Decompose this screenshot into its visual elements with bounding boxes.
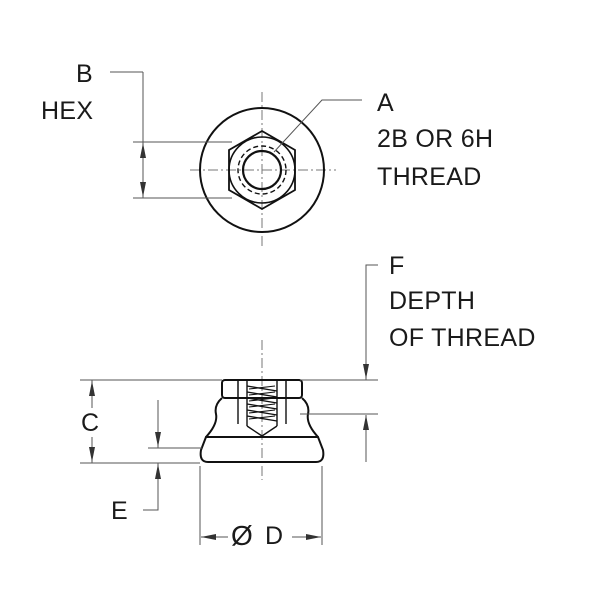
label-of-thread: OF THREAD — [389, 324, 536, 352]
label-thread: THREAD — [377, 163, 482, 191]
label-a: A — [377, 89, 394, 117]
label-diameter-symbol: Ø — [231, 520, 254, 551]
dim-c-arrow-top — [89, 381, 95, 396]
threaded-hole — [246, 380, 278, 437]
dim-e-leader — [143, 463, 159, 511]
label-f: F — [389, 252, 405, 280]
outer-flange-circle — [199, 107, 325, 233]
label-c: C — [81, 409, 100, 437]
side-view — [80, 264, 378, 545]
hex-outline — [228, 129, 296, 211]
dim-e-arrow-bottom — [155, 464, 161, 479]
base-flange — [199, 436, 325, 463]
thread-major-circle — [237, 145, 287, 195]
dim-d-arrow-right — [306, 534, 321, 540]
dim-b-arrow-bottom — [140, 182, 146, 197]
label-d: D — [265, 522, 284, 550]
label-depth: DEPTH — [389, 287, 476, 315]
label-e: E — [111, 497, 128, 525]
dim-f-arrow-lower — [363, 415, 369, 430]
thread-bore-circle — [241, 149, 283, 191]
label-hex: HEX — [41, 97, 94, 125]
top-view — [110, 71, 362, 248]
dim-f-arrow — [363, 364, 369, 379]
hex-body — [221, 379, 303, 399]
dim-f-leader — [365, 264, 378, 380]
dim-d-arrow-left — [201, 534, 216, 540]
thread-a-leader — [273, 99, 362, 153]
label-b: B — [76, 60, 93, 88]
dim-b-arrow-top — [140, 143, 146, 158]
hex-collar-circle — [228, 136, 296, 204]
dim-c-arrow-bottom — [89, 447, 95, 462]
label-thread-spec: 2B OR 6H — [377, 125, 494, 153]
dim-e-arrow-top — [155, 432, 161, 447]
